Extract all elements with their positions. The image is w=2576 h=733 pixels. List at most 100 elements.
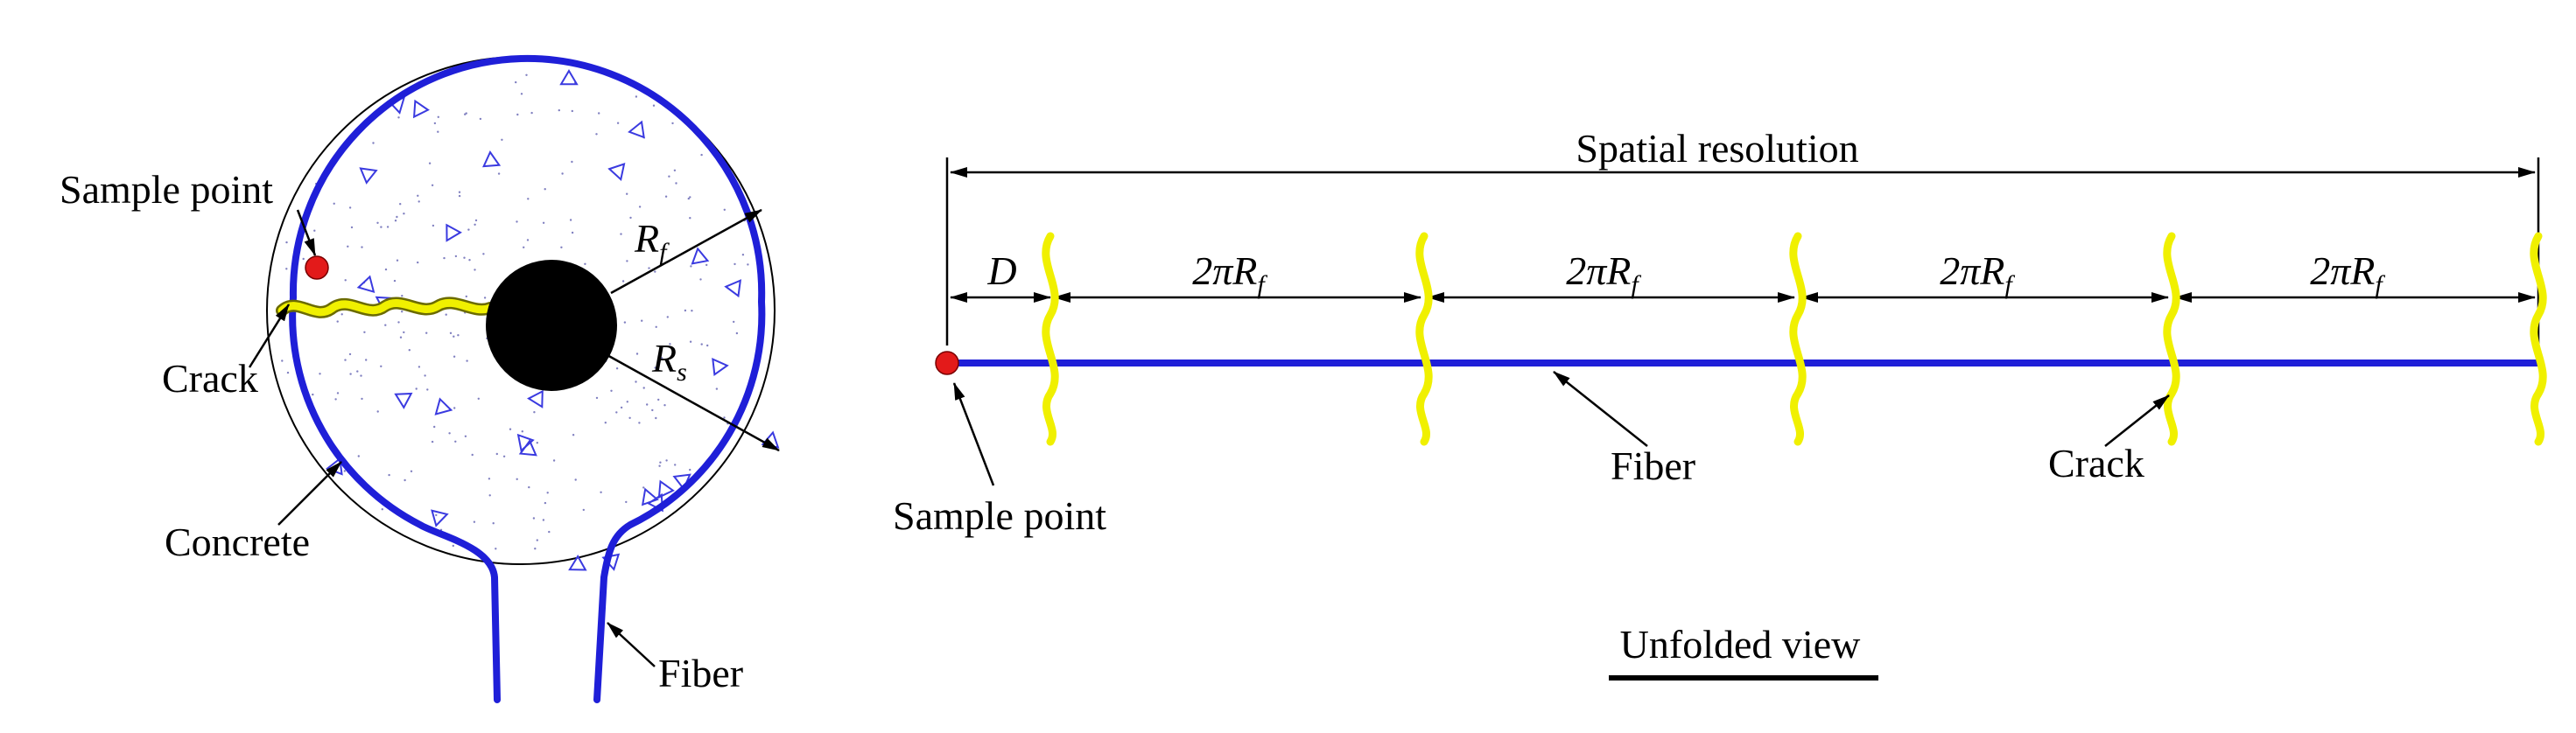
- speckle: [474, 269, 476, 271]
- aggregate-triangle: [356, 275, 376, 293]
- crack-label-unfolded: Crack: [2048, 441, 2144, 485]
- aggregate-triangle: [518, 439, 537, 457]
- speckle: [350, 226, 354, 229]
- speckle: [482, 253, 485, 255]
- speckle: [458, 194, 461, 198]
- speckle: [445, 313, 447, 316]
- speckle: [560, 246, 563, 248]
- speckle: [449, 332, 453, 334]
- speckle: [483, 297, 487, 299]
- speckle: [384, 324, 387, 326]
- segment-label: 2πRf: [1566, 248, 1641, 299]
- speckle: [399, 203, 402, 206]
- speckle: [471, 453, 474, 457]
- speckle: [569, 219, 572, 221]
- speckle: [417, 194, 419, 197]
- speckle: [691, 310, 693, 312]
- speckle: [620, 406, 623, 409]
- speckle: [521, 430, 523, 433]
- segment-label-sub: f: [1257, 270, 1267, 299]
- speckle: [424, 374, 426, 377]
- speckle: [361, 246, 363, 248]
- speckle: [312, 393, 314, 396]
- speckle: [528, 485, 530, 489]
- speckle: [457, 334, 460, 337]
- speckle: [625, 500, 628, 504]
- sample-point-marker-unfolded: [935, 351, 959, 375]
- speckle: [397, 321, 400, 324]
- speckle: [388, 473, 390, 477]
- aggregate-triangle: [431, 509, 449, 527]
- speckle: [360, 374, 362, 377]
- crack-label: Crack: [162, 356, 258, 401]
- speckle: [466, 360, 468, 362]
- fiber-label-unfolded: Fiber: [1611, 443, 1695, 488]
- speckle: [286, 371, 290, 374]
- speckle: [426, 388, 429, 391]
- aggregate-triangle: [412, 99, 430, 119]
- speckle: [655, 416, 657, 420]
- aggregate-triangle: [527, 389, 544, 408]
- speckle: [365, 359, 368, 361]
- speckle: [396, 215, 398, 219]
- aggregate-triangle: [559, 69, 579, 86]
- speckle: [523, 246, 525, 248]
- speckle: [642, 387, 645, 389]
- speckle: [495, 452, 498, 456]
- speckle: [571, 160, 573, 164]
- speckle: [661, 357, 663, 360]
- unfolded-view-caption: Unfolded view: [1620, 622, 1861, 667]
- speckle: [403, 213, 405, 215]
- speckle: [363, 331, 366, 333]
- segment-label-sub: f: [2004, 270, 2015, 299]
- concrete-speckles: [281, 73, 765, 550]
- speckle: [626, 260, 628, 262]
- speckle: [626, 192, 628, 195]
- speckle: [333, 202, 335, 205]
- speckle: [431, 440, 434, 443]
- speckle: [574, 478, 577, 481]
- speckle: [380, 365, 383, 367]
- speckle: [652, 104, 656, 107]
- speckle: [356, 370, 359, 373]
- speckle: [659, 461, 662, 464]
- speckle: [552, 459, 556, 462]
- speckle: [595, 133, 598, 136]
- speckle: [465, 295, 467, 298]
- fiber-leader-section: [607, 622, 656, 667]
- speckle: [454, 440, 457, 443]
- fiber-loop: [289, 54, 766, 703]
- speckle: [474, 219, 478, 222]
- speckle: [376, 410, 379, 413]
- speckle: [642, 486, 645, 489]
- speckle: [418, 366, 421, 368]
- speckle: [595, 396, 599, 400]
- speckle: [393, 279, 397, 283]
- fiber-leader-unfolded: [1553, 371, 1648, 447]
- speckle: [348, 206, 352, 209]
- speckle: [401, 311, 404, 313]
- speckle: [396, 259, 399, 262]
- speckle: [733, 320, 735, 324]
- crack-unfolded: [1789, 232, 1807, 446]
- aggregate-triangle: [724, 279, 742, 298]
- speckle: [600, 491, 602, 493]
- speckle: [641, 319, 643, 322]
- speckle: [689, 217, 691, 220]
- speckle: [348, 353, 352, 356]
- speckle: [495, 548, 497, 550]
- segment-label: 2πRf: [2310, 248, 2385, 299]
- speckle: [670, 355, 672, 359]
- speckle: [525, 73, 528, 77]
- speckle: [336, 392, 340, 394]
- crack-unfolded: [1415, 232, 1433, 446]
- speckle: [648, 267, 650, 269]
- speckle: [610, 389, 613, 392]
- speckle: [394, 220, 397, 222]
- segment-label-main: 2πR: [1566, 248, 1631, 293]
- speckle: [646, 403, 649, 406]
- speckle: [705, 263, 708, 267]
- speckle: [443, 256, 446, 260]
- speckle: [452, 544, 454, 548]
